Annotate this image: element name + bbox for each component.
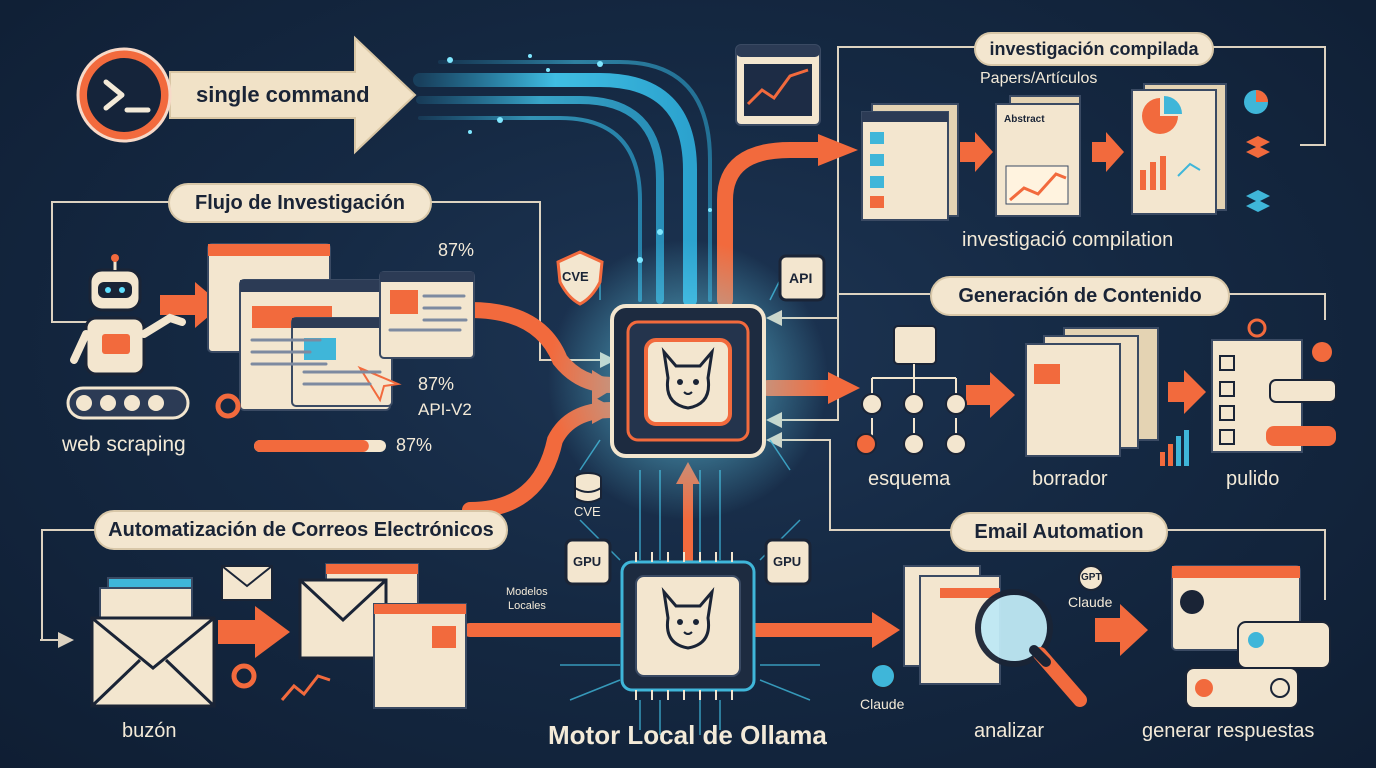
research-windows bbox=[207, 243, 475, 411]
content-polished bbox=[1211, 318, 1337, 453]
analyze-docs bbox=[870, 565, 1104, 707]
section-research: Flujo de Investigación bbox=[168, 183, 432, 223]
content-schema bbox=[855, 325, 967, 455]
compilation-label: investigació compilation bbox=[962, 229, 1174, 251]
models-line2: Locales bbox=[508, 600, 546, 612]
gear-icon bbox=[215, 393, 241, 419]
web-scraping-label: web scraping bbox=[62, 433, 186, 456]
generate-label: generar respuestas bbox=[1142, 720, 1315, 742]
papers-label: Papers/Artículos bbox=[980, 70, 1098, 87]
compiled-docs bbox=[861, 83, 1270, 221]
models-line1: Modelos bbox=[506, 586, 548, 598]
abstract-label: Abstract bbox=[1004, 114, 1045, 125]
chart-window-top bbox=[735, 44, 821, 126]
section-email-en: Email Automation bbox=[950, 512, 1168, 552]
gpu-right-label: GPU bbox=[773, 554, 802, 569]
gpu-left-label: GPU bbox=[573, 554, 602, 569]
polished-label: pulido bbox=[1226, 468, 1280, 490]
schema-label: esquema bbox=[868, 468, 951, 490]
progress-fill bbox=[254, 440, 369, 452]
draft-label: borrador bbox=[1032, 468, 1108, 490]
research-percent-mid: 87% bbox=[418, 374, 455, 394]
analyze-label: analizar bbox=[974, 720, 1045, 742]
section-compiled: investigación compilada bbox=[974, 32, 1214, 66]
command-arrow bbox=[169, 35, 417, 155]
research-api-label: API-V2 bbox=[418, 400, 472, 419]
cve-shield-label: CVE bbox=[562, 269, 589, 284]
inbox-label: buzón bbox=[122, 720, 177, 742]
claude-top-label: Claude bbox=[1068, 594, 1113, 610]
section-content: Generación de Contenido bbox=[930, 276, 1230, 316]
inbox-envelope bbox=[90, 577, 216, 708]
engine-title: Motor Local de Ollama bbox=[548, 720, 827, 750]
gpu-chips bbox=[564, 254, 826, 586]
content-draft bbox=[1025, 327, 1189, 466]
engine-chip bbox=[548, 240, 828, 520]
mail-windows bbox=[221, 563, 467, 709]
gpt-label: GPT bbox=[1081, 572, 1102, 583]
database-icon bbox=[574, 472, 602, 503]
response-windows bbox=[1171, 565, 1331, 709]
cve-db-label: CVE bbox=[574, 504, 601, 519]
cve-shield bbox=[556, 250, 604, 306]
command-label: single command bbox=[196, 82, 370, 107]
terminal-icon bbox=[76, 47, 172, 143]
research-percent-top: 87% bbox=[438, 240, 475, 260]
section-email-es: Automatización de Correos Electrónicos bbox=[94, 510, 508, 550]
cyan-streams bbox=[413, 60, 712, 307]
models-chip bbox=[620, 552, 756, 700]
claude-bottom-label: Claude bbox=[860, 696, 905, 712]
research-percent-bar: 87% bbox=[396, 435, 433, 455]
robot-icon bbox=[66, 254, 190, 420]
frame-lines bbox=[40, 46, 1326, 648]
api-chip-label: API bbox=[789, 270, 813, 286]
